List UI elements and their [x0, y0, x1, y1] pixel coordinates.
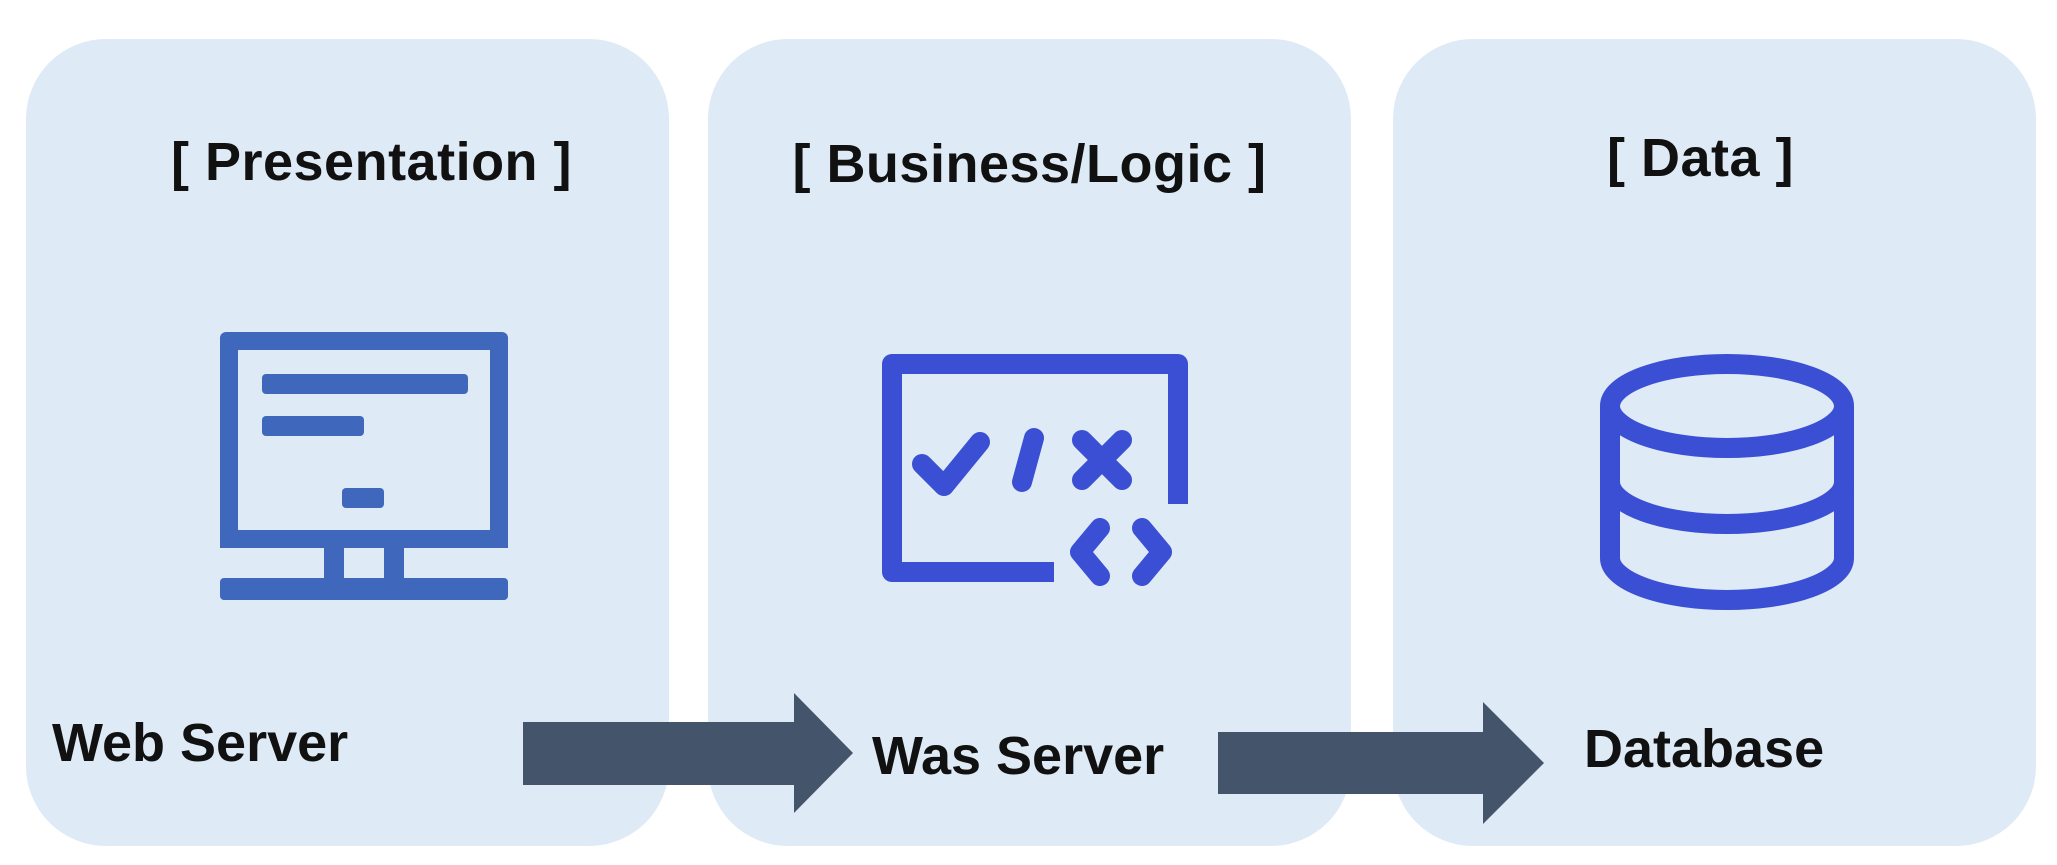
- database-label: Database: [1584, 719, 1825, 779]
- business-logic-title: [ Business/Logic ]: [792, 134, 1267, 194]
- was-server-label: Was Server: [872, 726, 1165, 786]
- business-logic-panel: [ Business/Logic ]: [708, 39, 1351, 846]
- presentation-panel: [ Presentation ]: [26, 39, 669, 846]
- arrow-web-to-was: [523, 693, 853, 813]
- database-icon: [1600, 354, 1854, 610]
- presentation-title: [ Presentation ]: [170, 132, 573, 192]
- arrow-was-to-database: [1218, 702, 1544, 824]
- monitor-icon: [220, 332, 508, 600]
- code-window-icon: [882, 354, 1188, 586]
- web-server-label: Web Server: [52, 713, 349, 773]
- data-title: [ Data ]: [1606, 128, 1794, 188]
